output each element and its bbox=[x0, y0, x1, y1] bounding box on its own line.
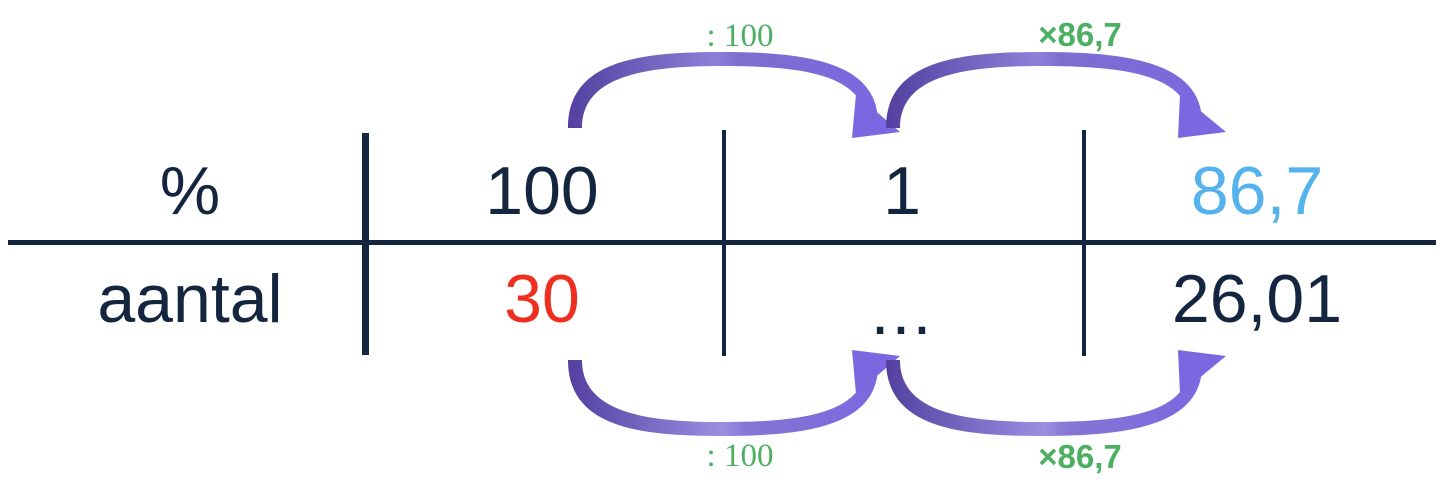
operation-label-top-right: ×86,7 bbox=[1038, 16, 1122, 53]
cell-aantal-30: 30 bbox=[504, 261, 580, 337]
bottom-right-arrow bbox=[886, 350, 1226, 436]
table-vertical-rule-label bbox=[362, 133, 369, 355]
cell-percent-100: 100 bbox=[485, 153, 599, 229]
top-right-arrow bbox=[886, 52, 1226, 138]
cell-percent-1: 1 bbox=[883, 153, 921, 229]
table-vertical-rule-1 bbox=[722, 130, 726, 356]
cell-percent-target: 86,7 bbox=[1190, 153, 1324, 229]
row-label-percent: % bbox=[159, 153, 221, 229]
operation-label-top-left: : 100 bbox=[706, 18, 774, 54]
ellipsis-placeholder: ... bbox=[870, 273, 934, 349]
bottom-left-arrow bbox=[568, 350, 900, 436]
table-vertical-rule-2 bbox=[1082, 130, 1086, 356]
row-label-aantal: aantal bbox=[97, 261, 283, 337]
operation-label-bottom-right: ×86,7 bbox=[1038, 438, 1122, 475]
top-left-arrow bbox=[568, 52, 900, 138]
operation-label-bottom-left: : 100 bbox=[706, 438, 774, 474]
cell-aantal-unknown: ... bbox=[732, 256, 1072, 349]
cell-aantal-result: 26,01 bbox=[1171, 261, 1343, 337]
